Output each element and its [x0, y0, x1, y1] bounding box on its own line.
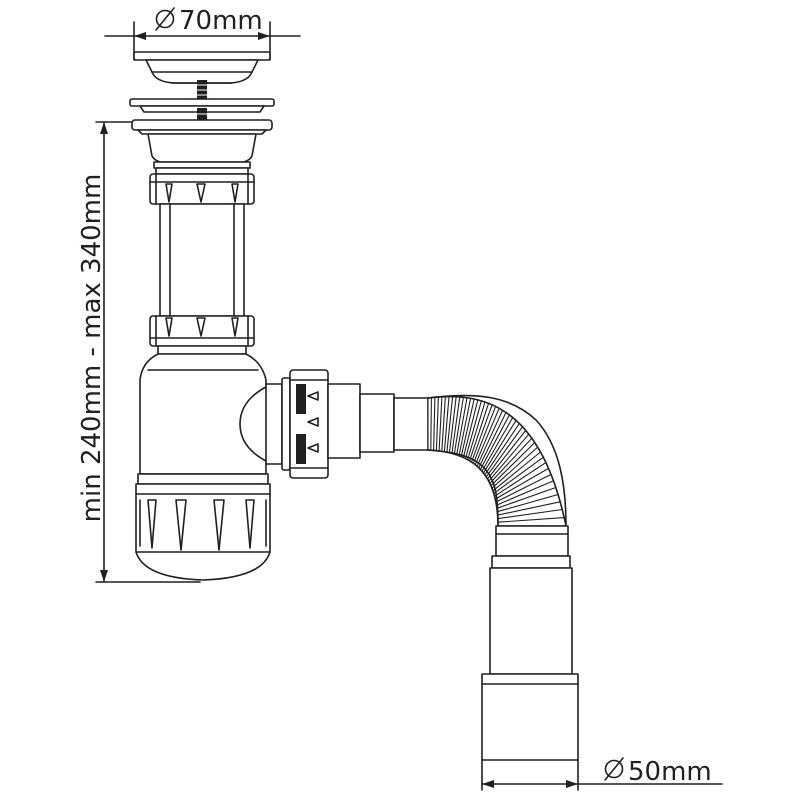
hose-rib	[458, 397, 472, 457]
hose-rib	[479, 414, 510, 470]
strainer-grate	[133, 51, 271, 102]
hose-rib	[497, 501, 561, 516]
hose-rib	[482, 419, 517, 474]
hose-rib	[448, 396, 457, 454]
hose-rib	[467, 401, 486, 461]
screw-rod	[197, 80, 207, 102]
hose-rib	[469, 402, 490, 462]
hose-rib	[435, 396, 439, 452]
hose-rib	[496, 486, 557, 509]
hose-rib	[451, 396, 461, 454]
hose-rib	[494, 462, 547, 497]
diameter-symbol-icon	[155, 7, 175, 31]
hose-rib	[497, 517, 565, 523]
hose-rib	[462, 399, 479, 459]
hose-rib	[456, 397, 468, 456]
upper-nut	[149, 173, 255, 205]
hose-rib	[476, 409, 504, 467]
outlet-pipe	[481, 525, 579, 761]
hose-rib	[494, 467, 550, 500]
hose-ribs	[427, 395, 567, 527]
hose-rib	[492, 451, 542, 492]
hose-rib	[472, 405, 497, 464]
hose-rib	[464, 400, 482, 460]
hose-rib	[490, 441, 536, 487]
corrugated-hose	[427, 394, 567, 527]
hose-rib	[453, 396, 464, 455]
height-range-label: min 240mm - max 340mm	[77, 174, 107, 523]
lower-nut	[149, 315, 255, 355]
hose-rib	[433, 396, 436, 451]
hose-rib	[430, 397, 432, 451]
hose-rib	[441, 396, 446, 452]
bottom-cap	[135, 483, 271, 581]
hose-edge	[427, 449, 499, 527]
outlet-dome	[239, 383, 283, 465]
hose-rib	[496, 493, 559, 513]
hose-rib	[478, 411, 507, 469]
top-flange	[129, 98, 275, 135]
bottom-diameter-label: 50mm	[628, 757, 712, 787]
top-diameter-dimension: 70mm	[104, 6, 301, 61]
hose-rib	[489, 437, 533, 484]
hose-rib	[471, 404, 493, 463]
hose-rib	[460, 398, 475, 458]
hose-rib	[495, 480, 555, 506]
height-dimension: min 240mm - max 340mm	[77, 121, 201, 583]
hose-rib	[438, 396, 443, 452]
hose-rib	[497, 508, 563, 520]
bottle-body	[137, 353, 269, 485]
hose-rib	[493, 456, 544, 494]
vertical-tube	[159, 203, 245, 317]
hose-rib	[488, 433, 530, 482]
hose-edge	[427, 395, 567, 527]
hose-rib	[446, 396, 454, 453]
horizontal-tube	[327, 383, 429, 459]
hose-rib	[487, 429, 527, 480]
hose-rib	[481, 417, 514, 472]
hose-rib	[495, 473, 552, 503]
hose-rib	[443, 396, 450, 453]
top-diameter-label: 70mm	[179, 6, 263, 36]
hose-rib	[485, 426, 524, 478]
bottom-diameter-dimension: 50mm	[481, 757, 723, 791]
hose-rib	[474, 407, 500, 466]
hose-rib	[491, 446, 539, 489]
diameter-symbol-icon	[604, 757, 624, 781]
outlet-nut	[281, 369, 329, 479]
tailpiece-body	[147, 133, 257, 175]
hose-rib	[484, 422, 520, 476]
